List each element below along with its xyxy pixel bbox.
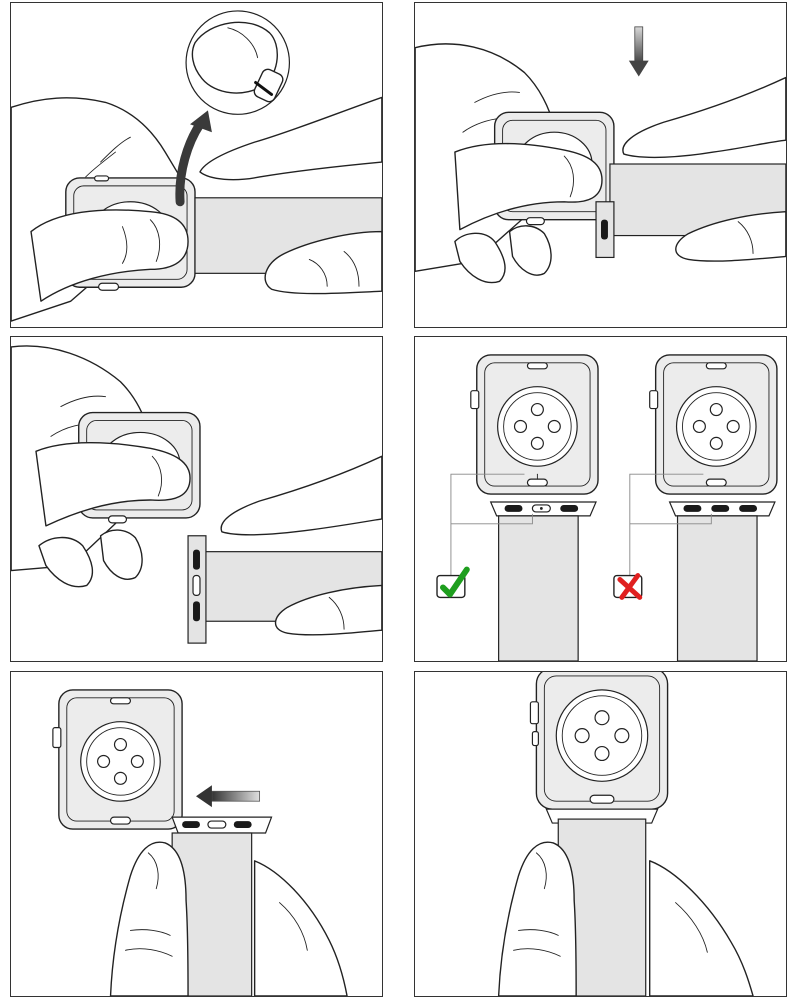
step-6-band-attached-panel: [414, 671, 787, 997]
step-4-illustration: [436, 354, 778, 661]
step-3-band-removed-panel: [10, 336, 383, 662]
step-2-slide-band-panel: [414, 2, 787, 328]
left-arrow-icon: [211, 790, 261, 802]
x-mark-icon: [617, 573, 643, 600]
band-release-button: [98, 282, 120, 291]
step-4-orientation-check-panel: [414, 336, 787, 662]
step-3-illustration: [11, 345, 382, 644]
step-5-insert-band-panel: [10, 671, 383, 997]
step-5-illustration: [52, 689, 348, 996]
step-1-press-release-panel: [10, 2, 383, 328]
step-1-illustration: [11, 10, 382, 322]
watch-band: [676, 515, 758, 661]
holding-hand: [497, 841, 577, 996]
step-6-illustration: [497, 672, 754, 996]
wrong-orientation-group: [613, 354, 778, 661]
holding-hand: [109, 841, 189, 996]
step-2-illustration: [415, 26, 786, 284]
checkmark-icon: [439, 566, 470, 598]
curved-arrow-icon: [175, 119, 205, 207]
correct-orientation-group: [436, 354, 599, 661]
right-hand: [199, 96, 382, 181]
watch-band: [498, 515, 579, 661]
down-arrow-icon: [634, 26, 644, 64]
thumb: [30, 209, 189, 302]
